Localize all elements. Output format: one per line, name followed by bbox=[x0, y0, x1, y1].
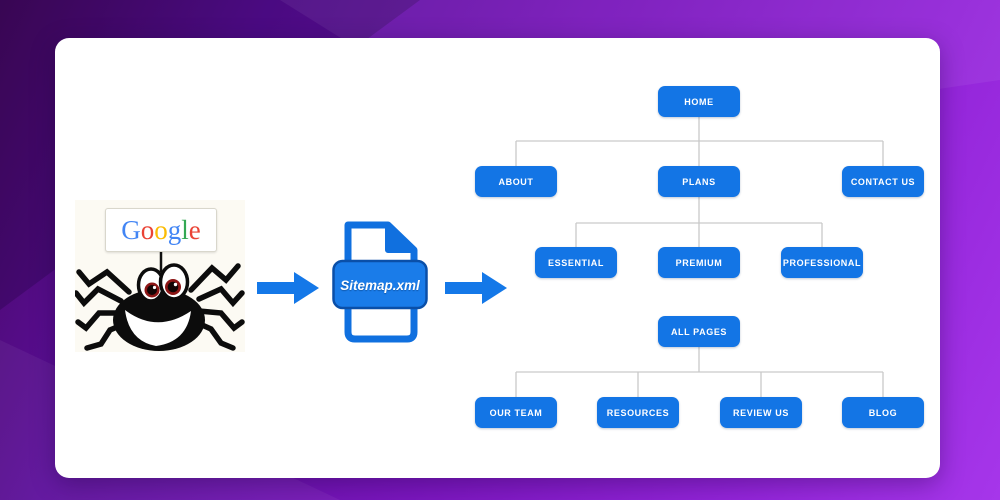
arrow-head bbox=[482, 272, 507, 304]
google-logo-letter: o bbox=[140, 214, 155, 245]
google-logo-letter: e bbox=[188, 214, 201, 245]
tree-node-contact-us: CONTACT US bbox=[842, 166, 924, 197]
tree-node-home: HOME bbox=[658, 86, 740, 117]
tree-node-plans: PLANS bbox=[658, 166, 740, 197]
tree-node-resources: RESOURCES bbox=[597, 397, 679, 428]
tree-node-premium: PREMIUM bbox=[658, 247, 740, 278]
google-logo-letter: g bbox=[167, 214, 182, 245]
tree-node-all-pages: ALL PAGES bbox=[658, 316, 740, 347]
google-spider-illustration: G o o g l e bbox=[75, 200, 245, 352]
sitemap-file-label: Sitemap.xml bbox=[340, 277, 420, 293]
tree-node-professional: PROFESSIONAL bbox=[781, 247, 863, 278]
tree-node-blog: BLOG bbox=[842, 397, 924, 428]
google-logo-letter: o bbox=[154, 214, 168, 245]
tree-node-about: ABOUT bbox=[475, 166, 557, 197]
google-logo-letter: G bbox=[121, 214, 141, 245]
content-card: G o o g l e Sitemap.xml bbox=[55, 38, 940, 478]
right-arrow-icon bbox=[257, 272, 319, 304]
arrow-shaft bbox=[257, 282, 295, 294]
google-logo-letter: l bbox=[181, 214, 189, 245]
tree-node-our-team: OUR TEAM bbox=[475, 397, 557, 428]
tree-node-essential: ESSENTIAL bbox=[535, 247, 617, 278]
document-icon bbox=[332, 221, 428, 343]
spider-icon bbox=[75, 248, 245, 351]
arrow-shaft bbox=[445, 282, 483, 294]
google-logo: G o o g l e bbox=[105, 208, 217, 252]
arrow-head bbox=[294, 272, 319, 304]
right-arrow-icon bbox=[445, 272, 507, 304]
tree-node-review-us: REVIEW US bbox=[720, 397, 802, 428]
sitemap-file-icon: Sitemap.xml bbox=[332, 220, 428, 344]
